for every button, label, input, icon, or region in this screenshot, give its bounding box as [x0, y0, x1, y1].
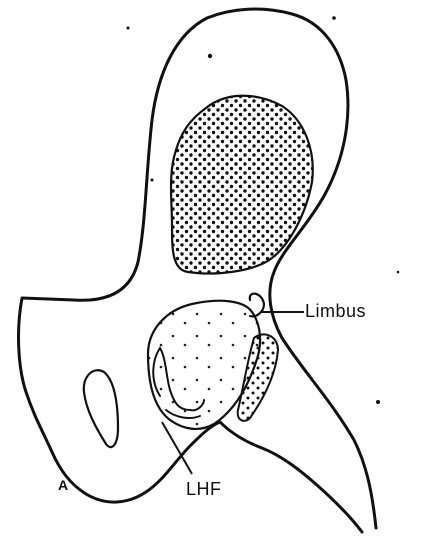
- speck: [376, 400, 380, 404]
- teardrop: [84, 370, 118, 447]
- iliac-dense-region: [171, 96, 313, 274]
- speck: [208, 54, 212, 58]
- lhf-label: LHF: [186, 480, 222, 498]
- speck: [127, 27, 130, 30]
- lower-contour: [220, 422, 362, 532]
- speck: [332, 16, 336, 20]
- corner-marker-label: A: [58, 478, 69, 492]
- speck: [151, 179, 154, 182]
- limbus-label: Limbus: [305, 302, 366, 320]
- speck: [397, 271, 400, 274]
